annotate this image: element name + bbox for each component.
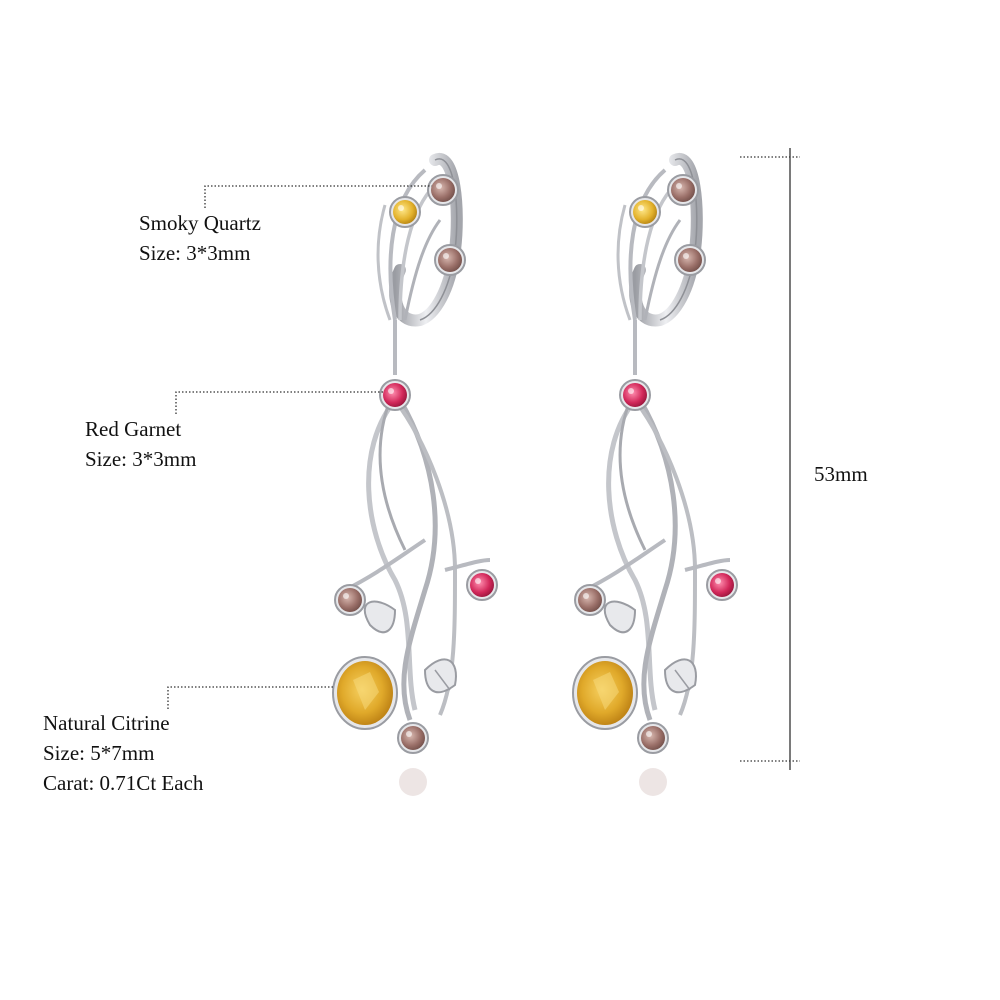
right-earring: [572, 159, 738, 754]
red-garnet-leader: [175, 391, 385, 414]
smoky-quartz-leader: [204, 185, 432, 208]
citrine-callout: Natural Citrine Size: 5*7mm Carat: 0.71C…: [43, 708, 203, 798]
smoky-quartz-size: Size: 3*3mm: [139, 241, 251, 265]
reflection: [399, 768, 667, 796]
citrine-title: Natural Citrine: [43, 711, 170, 735]
red-garnet-size: Size: 3*3mm: [85, 447, 197, 471]
red-garnet-callout: Red Garnet Size: 3*3mm: [85, 414, 196, 474]
citrine-size: Size: 5*7mm: [43, 741, 155, 765]
citrine-carat: Carat: 0.71Ct Each: [43, 771, 204, 795]
length-dimension-label: 53mm: [814, 462, 868, 486]
smoky-quartz-title: Smoky Quartz: [139, 211, 261, 235]
citrine-leader: [167, 686, 335, 709]
red-garnet-title: Red Garnet: [85, 417, 182, 441]
left-earring: [332, 159, 498, 754]
dimension-lines: [740, 148, 800, 770]
callout-lines: [167, 185, 432, 709]
smoky-quartz-callout: Smoky Quartz Size: 3*3mm: [139, 208, 261, 268]
